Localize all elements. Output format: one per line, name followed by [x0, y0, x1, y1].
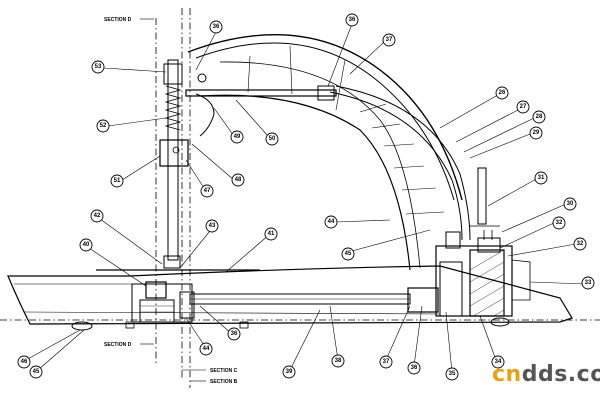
callout-37-a: 37	[382, 33, 396, 47]
callout-30: 30	[563, 197, 577, 211]
svg-text:27: 27	[520, 104, 527, 110]
svg-text:28: 28	[536, 114, 543, 120]
svg-text:51: 51	[114, 178, 121, 184]
callout-36-b: 36	[345, 13, 359, 27]
callout-32-a: 32	[552, 216, 566, 230]
callout-50: 50	[265, 132, 279, 146]
callout-39: 39	[282, 365, 296, 379]
callout-43: 43	[205, 219, 219, 233]
dome-arch	[187, 34, 500, 271]
section-lines	[0, 8, 600, 388]
svg-text:44: 44	[203, 346, 210, 352]
svg-text:30: 30	[567, 201, 574, 207]
svg-text:39: 39	[286, 369, 293, 375]
vertical-column	[159, 59, 189, 269]
svg-text:44: 44	[328, 219, 335, 225]
section-d-bottom-label: SECTION D	[104, 342, 132, 348]
svg-text:47: 47	[204, 188, 211, 194]
svg-text:53: 53	[95, 64, 102, 70]
callout-45-b: 45	[29, 365, 43, 379]
watermark-part-a: cn	[492, 362, 522, 387]
svg-text:38: 38	[335, 358, 342, 364]
callout-34: 34	[491, 355, 505, 369]
callout-27: 27	[516, 100, 530, 114]
svg-text:29: 29	[533, 130, 540, 136]
upper-arm	[185, 73, 337, 137]
callout-48: 48	[231, 173, 245, 187]
svg-text:34: 34	[495, 359, 502, 365]
lower-left-mechanism	[131, 281, 195, 323]
svg-text:49: 49	[234, 134, 241, 140]
svg-text:36: 36	[213, 24, 220, 30]
svg-text:35: 35	[449, 371, 456, 377]
callout-36-d: 36	[407, 361, 421, 375]
svg-text:42: 42	[94, 213, 101, 219]
leader-lines	[25, 23, 587, 373]
callout-47: 47	[200, 184, 214, 198]
callout-29: 29	[529, 126, 543, 140]
svg-text:37: 37	[386, 37, 393, 43]
callout-44-a: 44	[324, 215, 338, 229]
callouts: 36 36 37 53 26 27 28 29 52 49 50 51 47 4…	[17, 13, 595, 381]
callout-40: 40	[79, 238, 93, 252]
section-c-label: SECTION C	[210, 368, 238, 374]
callout-49: 49	[230, 130, 244, 144]
svg-text:37: 37	[383, 359, 390, 365]
right-lower-block	[407, 230, 531, 317]
callout-51: 51	[110, 174, 124, 188]
svg-text:41: 41	[268, 231, 275, 237]
base-platform	[7, 265, 573, 331]
callout-31: 31	[534, 171, 548, 185]
callout-42: 42	[90, 209, 104, 223]
svg-text:31: 31	[538, 175, 545, 181]
bottom-rod	[189, 293, 411, 305]
callout-36-c: 36	[227, 327, 241, 341]
callout-52: 52	[96, 119, 110, 133]
callout-45-a: 45	[341, 247, 355, 261]
svg-text:50: 50	[269, 136, 276, 142]
callout-26: 26	[495, 86, 509, 100]
callout-53: 53	[91, 60, 105, 74]
callout-32-b: 32	[573, 237, 587, 251]
svg-text:43: 43	[209, 223, 216, 229]
svg-text:48: 48	[235, 177, 242, 183]
callout-44-b: 44	[199, 342, 213, 356]
svg-text:36: 36	[349, 17, 356, 23]
callout-46: 46	[17, 355, 31, 369]
callout-28: 28	[532, 110, 546, 124]
callout-33: 33	[581, 276, 595, 290]
callout-37-b: 37	[379, 355, 393, 369]
section-b-label: SECTION B	[210, 379, 238, 385]
svg-text:26: 26	[499, 90, 506, 96]
svg-text:33: 33	[585, 280, 592, 286]
svg-text:36: 36	[411, 365, 418, 371]
svg-text:36: 36	[231, 331, 238, 337]
svg-text:32: 32	[577, 241, 584, 247]
watermark-logo: cndds.com	[492, 362, 600, 387]
svg-text:46: 46	[21, 359, 28, 365]
callout-38: 38	[331, 354, 345, 368]
callout-41: 41	[264, 227, 278, 241]
watermark-part-b: dds.com	[521, 362, 600, 387]
svg-text:32: 32	[556, 220, 563, 226]
section-labels: SECTION D SECTION D SECTION C SECTION B	[104, 17, 238, 385]
svg-text:45: 45	[33, 369, 40, 375]
section-d-top-label: SECTION D	[104, 17, 132, 23]
callout-35: 35	[445, 367, 459, 381]
svg-text:45: 45	[345, 251, 352, 257]
callout-36-a: 36	[209, 20, 223, 34]
svg-text:52: 52	[100, 123, 107, 129]
svg-text:40: 40	[83, 242, 90, 248]
